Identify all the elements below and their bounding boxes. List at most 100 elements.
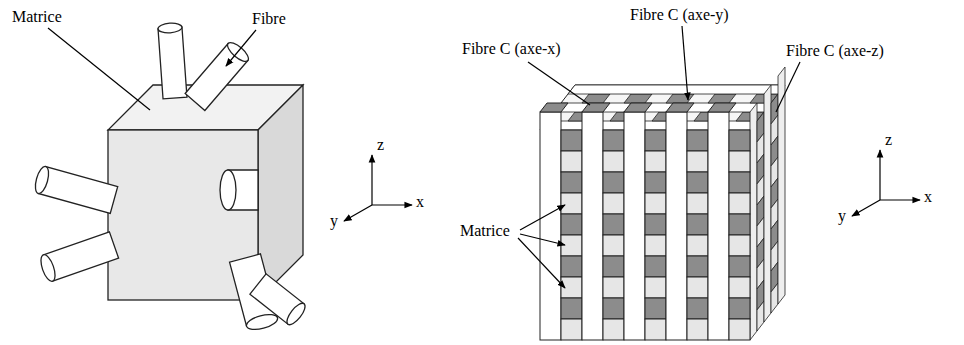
matrix-cell: [645, 151, 666, 172]
x-fibre-end: [729, 298, 750, 319]
woven-block-illustration: [540, 67, 785, 340]
x-fibre-end: [729, 130, 750, 151]
block-top-face: [540, 85, 785, 130]
fibre-end: [33, 165, 51, 195]
axis-label: y: [838, 207, 846, 225]
matrix-cell: [771, 283, 778, 313]
leader-line: [776, 62, 800, 112]
matrix-cell: [729, 193, 750, 214]
matrix-cell: [687, 151, 708, 172]
matrix-cell: [603, 235, 624, 256]
z-fibre: [582, 112, 603, 340]
x-fibre-end: [729, 256, 750, 277]
leader-lines: [48, 26, 920, 288]
x-fibre-end: [687, 130, 708, 151]
axis-label: z: [377, 136, 384, 154]
x-fibre-end: [729, 172, 750, 193]
matrix-cell: [645, 235, 666, 256]
z-fibre: [666, 112, 687, 340]
cube-illustration: [33, 22, 308, 332]
matrix-cell: [561, 151, 582, 172]
axis-arrow: [880, 199, 920, 200]
x-fibre-end: [561, 214, 582, 235]
axis-arrow: [344, 205, 372, 221]
z-fibre-top: [540, 103, 568, 112]
matrix-cell: [561, 319, 582, 340]
fibre-end: [158, 22, 183, 33]
z-fibre-top: [666, 103, 694, 112]
matrix-cell: [603, 319, 624, 340]
axis-arrow: [879, 150, 880, 200]
z-fibre: [778, 67, 785, 304]
matrix-cell: [603, 193, 624, 214]
x-fibre-end: [645, 298, 666, 319]
y-fibre-end: [624, 94, 652, 103]
x-fibre-end: [687, 298, 708, 319]
part-label: Matrice: [12, 8, 62, 26]
z-fibre: [750, 103, 757, 340]
leader-arrow: [520, 234, 565, 245]
x-fibre-end: [687, 172, 708, 193]
leader-arrow: [682, 26, 688, 100]
matrix-cell: [687, 319, 708, 340]
matrix-cell: [729, 319, 750, 340]
part-label: Fibre C (axe-y): [630, 6, 729, 24]
matrix-cell: [561, 193, 582, 214]
z-fibre: [624, 112, 645, 340]
z-fibre: [708, 112, 729, 340]
axis-label: x: [416, 193, 424, 211]
fibre-body: [158, 27, 187, 99]
axis-label: x: [924, 188, 932, 206]
matrix-cell: [687, 277, 708, 298]
matrix-cell: [603, 277, 624, 298]
matrix-cell: [687, 235, 708, 256]
x-fibre-end: [561, 256, 582, 277]
x-fibre-end: [645, 256, 666, 277]
leader-line: [528, 62, 590, 105]
fibre-end: [38, 253, 58, 283]
z-fibre-top: [624, 103, 652, 112]
x-fibre-end: [603, 298, 624, 319]
part-label: Matrice: [460, 222, 510, 240]
z-fibre-top: [582, 103, 610, 112]
axis-arrow: [852, 200, 880, 216]
matrix-cell: [757, 301, 764, 331]
matrix-cell: [729, 277, 750, 298]
matrix-cell: [561, 235, 582, 256]
leader-line: [48, 28, 150, 110]
matrix-cell: [687, 193, 708, 214]
axis-arrow: [371, 155, 372, 205]
matrix-cell: [603, 151, 624, 172]
x-fibre-end: [687, 256, 708, 277]
x-fibre-end: [645, 214, 666, 235]
z-fibre: [540, 112, 561, 340]
x-fibre-end: [561, 172, 582, 193]
x-fibre-end: [561, 298, 582, 319]
leader-arrow: [226, 30, 256, 66]
x-fibre-end: [645, 130, 666, 151]
x-fibre-end: [729, 214, 750, 235]
x-fibre-end: [603, 130, 624, 151]
y-fibre-end: [666, 94, 694, 103]
axis-arrow: [372, 204, 412, 205]
fibre-end: [284, 301, 308, 328]
axis-label: y: [330, 212, 338, 230]
matrix-cell: [729, 235, 750, 256]
fibre-body: [38, 167, 117, 214]
x-fibre-end: [603, 214, 624, 235]
part-label: Fibre C (axe-z): [786, 42, 884, 60]
leader-arrow: [520, 205, 565, 230]
z-fibre-top: [708, 103, 736, 112]
x-fibre-end: [603, 256, 624, 277]
y-fibre-end: [708, 94, 736, 103]
part-label: Fibre C (axe-x): [462, 40, 561, 58]
axis-label: z: [885, 131, 892, 149]
y-fibre: [554, 103, 771, 112]
fibre-end: [220, 170, 236, 210]
matrix-cell: [729, 151, 750, 172]
matrix-cell: [645, 319, 666, 340]
matrix-cell: [645, 193, 666, 214]
fibre-end: [245, 312, 279, 333]
x-fibre-end: [603, 172, 624, 193]
